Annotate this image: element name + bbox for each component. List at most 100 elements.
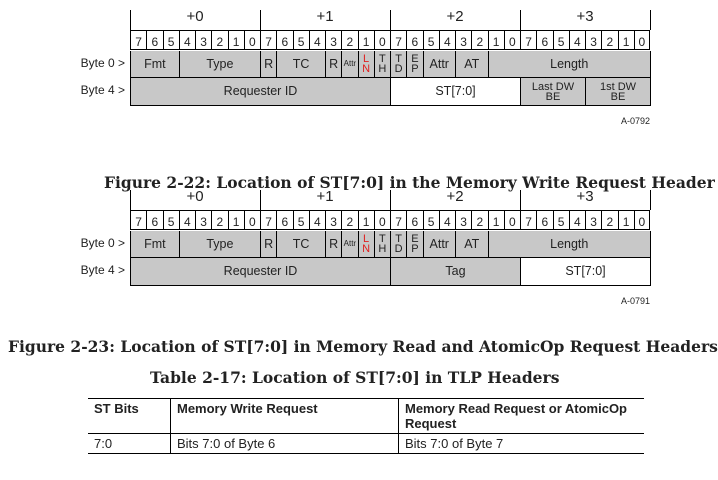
bit-number: 3 xyxy=(195,30,212,50)
byte-divider xyxy=(260,190,261,210)
bit-number: 0 xyxy=(503,30,520,50)
field-fmt: Fmt xyxy=(130,231,180,258)
byte-offset-label: +1 xyxy=(316,8,334,25)
bit-number: 5 xyxy=(552,210,569,230)
byte-divider xyxy=(650,190,651,210)
byte-divider xyxy=(650,10,651,30)
bit-number: 3 xyxy=(455,30,472,50)
bit-number: 7 xyxy=(520,30,537,50)
row-label-byte-0: Byte 0 > xyxy=(80,236,125,250)
bit-number: 3 xyxy=(585,30,602,50)
byte-offset-label: +3 xyxy=(576,8,594,25)
st-location-table: ST Bits Memory Write Request Memory Read… xyxy=(88,398,644,454)
bit-number: 4 xyxy=(178,30,195,50)
field-attr-bit: Attr xyxy=(341,231,359,258)
row-label-byte-4: Byte 4 > xyxy=(80,83,125,97)
bit-number: 6 xyxy=(146,210,163,230)
bit-number: 6 xyxy=(276,30,293,50)
label-bottom: P xyxy=(411,63,419,75)
field-at: AT xyxy=(455,231,489,258)
bit-number: 7 xyxy=(260,30,277,50)
byte-divider xyxy=(130,190,131,210)
bit-number: 0 xyxy=(633,210,650,230)
bit-number: 6 xyxy=(406,30,423,50)
field-st: ST[7:0] xyxy=(520,258,651,286)
bit-number: 0 xyxy=(633,30,650,50)
bit-number: 2 xyxy=(211,210,228,230)
figure-id: A-0792 xyxy=(621,116,651,126)
bit-number: 2 xyxy=(211,30,228,50)
bit-number: 0 xyxy=(373,210,390,230)
bit-number: 1 xyxy=(617,210,634,230)
bit-number: 7 xyxy=(390,30,407,50)
bit-number: 4 xyxy=(438,30,455,50)
byte-offset-label: +0 xyxy=(186,8,204,25)
bit-number: 6 xyxy=(146,30,163,50)
label-top: T xyxy=(379,233,386,245)
label-bottom: D xyxy=(394,63,403,75)
byte-divider xyxy=(390,10,391,30)
bit-number: 3 xyxy=(325,210,342,230)
field-fmt: Fmt xyxy=(130,51,180,78)
field-at: AT xyxy=(455,51,489,78)
label-top: 1st DW xyxy=(599,80,637,93)
bit-number: 2 xyxy=(341,30,358,50)
figure-id: A-0791 xyxy=(621,296,651,306)
field-length: Length xyxy=(487,51,651,78)
figure-2-23-caption: Figure 2-23: Location of ST[7:0] in Memo… xyxy=(8,337,718,356)
bit-number: 2 xyxy=(601,210,618,230)
bit-number: 7 xyxy=(130,30,147,50)
bit-number: 1 xyxy=(487,210,504,230)
bit-number: 3 xyxy=(585,210,602,230)
bit-number: 4 xyxy=(438,210,455,230)
label-bottom: H xyxy=(378,243,387,255)
field-r: R xyxy=(325,51,343,78)
byte-offset-label: +3 xyxy=(576,188,594,205)
bit-number: 5 xyxy=(422,30,439,50)
table-row: 7:0 Bits 7:0 of Byte 6 Bits 7:0 of Byte … xyxy=(88,433,644,454)
bit-number: 3 xyxy=(455,210,472,230)
bit-number: 1 xyxy=(357,210,374,230)
bit-number: 6 xyxy=(406,210,423,230)
bit-number: 1 xyxy=(617,30,634,50)
field-type: Type xyxy=(178,231,261,258)
table-header-row: ST Bits Memory Write Request Memory Read… xyxy=(88,398,644,434)
bit-number: 2 xyxy=(341,210,358,230)
bit-number: 5 xyxy=(422,210,439,230)
table-cell: Bits 7:0 of Byte 7 xyxy=(398,433,644,454)
bit-number: 5 xyxy=(162,30,179,50)
bit-number: 0 xyxy=(373,30,390,50)
table-cell: 7:0 xyxy=(88,433,171,454)
field-tc: TC xyxy=(276,231,326,258)
field-r: R xyxy=(260,51,278,78)
label-bottom: P xyxy=(411,243,419,255)
label-top: L xyxy=(363,53,370,65)
label-top: L xyxy=(363,233,370,245)
field-r: R xyxy=(325,231,343,258)
bit-number: 2 xyxy=(601,30,618,50)
bit-number: 7 xyxy=(520,210,537,230)
label-top: Last DW xyxy=(531,80,575,93)
bit-number: 1 xyxy=(227,210,244,230)
label-top: T xyxy=(395,53,402,65)
bit-number: 2 xyxy=(471,30,488,50)
byte-divider xyxy=(390,190,391,210)
bit-number: 1 xyxy=(357,30,374,50)
table-header-st-bits: ST Bits xyxy=(88,398,171,434)
label-top: T xyxy=(379,53,386,65)
bit-number: 6 xyxy=(536,30,553,50)
byte-offset-label: +0 xyxy=(186,188,204,205)
label-top: E xyxy=(411,233,419,245)
field-attr-bit: Attr xyxy=(341,51,359,78)
bit-number: 3 xyxy=(325,30,342,50)
